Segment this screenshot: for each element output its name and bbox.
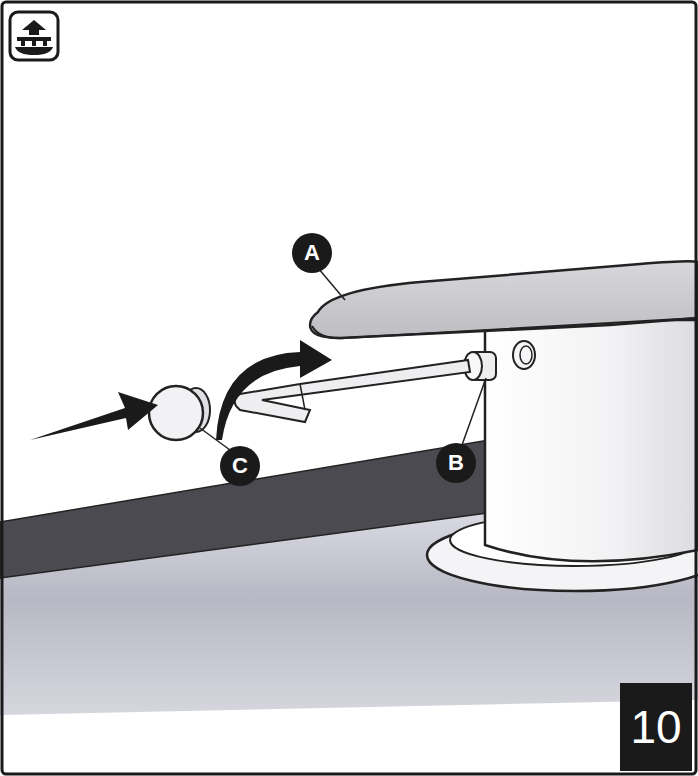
icon-arrow	[22, 20, 46, 30]
leader-line	[462, 378, 486, 445]
screw-hole	[513, 341, 535, 369]
mode-icon	[10, 12, 58, 60]
step-number: 10	[620, 683, 692, 771]
callout-letter: C	[220, 446, 260, 486]
icon-stem	[29, 29, 39, 35]
callout-letter: A	[292, 233, 332, 273]
icon-bar	[17, 37, 51, 41]
hex-key-bend	[300, 384, 305, 410]
handle	[310, 261, 698, 338]
icon-leg	[43, 41, 47, 46]
callout-letter: B	[436, 443, 476, 483]
icon-leg	[21, 41, 25, 46]
icon-base	[15, 47, 53, 55]
motion-arrow	[216, 340, 332, 440]
insert-arrow	[30, 392, 158, 440]
leader-line	[200, 428, 230, 450]
faucet-body	[485, 320, 698, 561]
screw-hole-inner	[520, 346, 532, 364]
icon-leg	[32, 41, 36, 46]
handle-edge	[312, 318, 698, 338]
cover-cap	[149, 386, 203, 440]
leader-line	[318, 268, 345, 300]
